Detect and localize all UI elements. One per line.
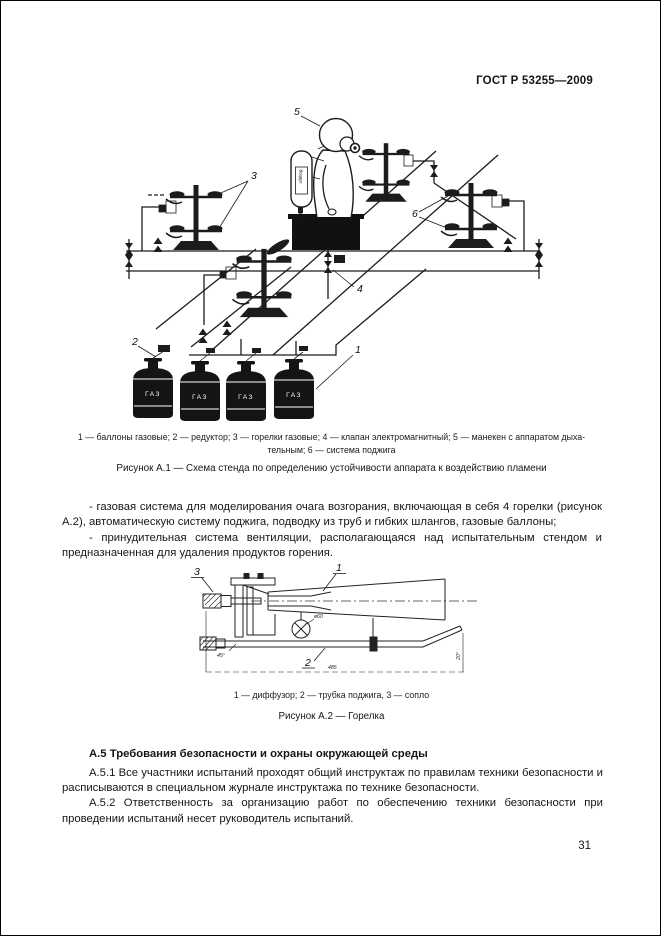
figure-a2-title: Рисунок А.2 — Горелка: [278, 711, 385, 722]
dim-length: 485: [328, 665, 337, 671]
figure-a2-callouts: 1 2 3 45° ø60 485 20°: [191, 562, 462, 671]
solenoid-coil: [334, 255, 345, 263]
burner-stand-right: [439, 181, 499, 250]
mannequin-torso: [313, 149, 354, 219]
section-a5-text: А.5.1 Все участники испытаний проходят о…: [62, 766, 603, 827]
figure-a2-diagram: 1 2 3 45° ø60 485 20°: [191, 562, 478, 673]
gas-cylinder-label: ГАЗ: [286, 392, 302, 399]
cylinder-regulators: [158, 345, 308, 353]
paragraph-gas-system: - газовая система для моделирования очаг…: [62, 501, 602, 529]
callout-3: 3: [251, 170, 257, 182]
figure-a1-callouts: 5 3 6 4 2 1: [131, 106, 453, 390]
callout-nozzle: 3: [194, 566, 200, 578]
paragraph-ventilation: - принудительная система вентиляции, рас…: [62, 531, 602, 560]
mannequin-group: Воздух: [288, 117, 364, 250]
paragraph-a5-1: А.5.1 Все участники испытаний проходят о…: [62, 767, 603, 795]
burner-outline: [199, 573, 465, 673]
dim-angle-tube: 20°: [456, 652, 462, 661]
figure-a1-diagram: Воздух ГАЗ ГАЗ ГАЗ ГАЗ: [125, 106, 543, 422]
callout-6: 6: [412, 208, 418, 220]
figure-a1-key-line1: 1 — баллоны газовые; 2 — редуктор; 3 — г…: [77, 432, 586, 442]
callout-diffuser: 1: [336, 562, 342, 574]
dim-pilot-diameter: ø60: [314, 614, 323, 620]
air-cylinder-label: Воздух: [299, 170, 304, 185]
valve-symbols: [125, 165, 543, 343]
gas-cylinder-label: ГАЗ: [145, 391, 161, 398]
page-number: 31: [578, 840, 591, 852]
paragraph-a5-2: А.5.2 Ответственность за организацию раб…: [62, 797, 603, 825]
figure-a2-key: 1 — диффузор; 2 — трубка поджига, 3 — со…: [233, 690, 430, 700]
callout-4: 4: [357, 283, 363, 295]
callout-1: 1: [355, 344, 361, 356]
gas-cylinder-label: ГАЗ: [238, 394, 254, 401]
callout-ignition-tube: 2: [304, 657, 311, 669]
callout-5: 5: [294, 106, 300, 118]
figure-a1-title: Рисунок А.1 — Схема стенда по определени…: [116, 463, 547, 474]
callout-2: 2: [131, 336, 138, 348]
dim-angle-nozzle: 45°: [217, 653, 225, 659]
gas-cylinder-label: ГАЗ: [192, 394, 208, 401]
body-text: - газовая система для моделирования очаг…: [62, 500, 602, 562]
test-pedestal: [292, 217, 360, 250]
flame-smudge: [266, 239, 290, 255]
figure-a1-key-line2: тельным; 6 — система поджига: [267, 444, 396, 455]
burner-stand-back: [357, 142, 411, 203]
gas-cylinders: ГАЗ ГАЗ ГАЗ ГАЗ: [132, 345, 315, 422]
figure-a1-key: 1 — баллоны газовые; 2 — редуктор; 3 — г…: [60, 431, 603, 456]
standard-header: ГОСТ Р 53255—2009: [476, 75, 593, 87]
burner-stand-left: [164, 183, 224, 252]
section-a5-heading: А.5 Требования безопасности и охраны окр…: [89, 748, 428, 760]
